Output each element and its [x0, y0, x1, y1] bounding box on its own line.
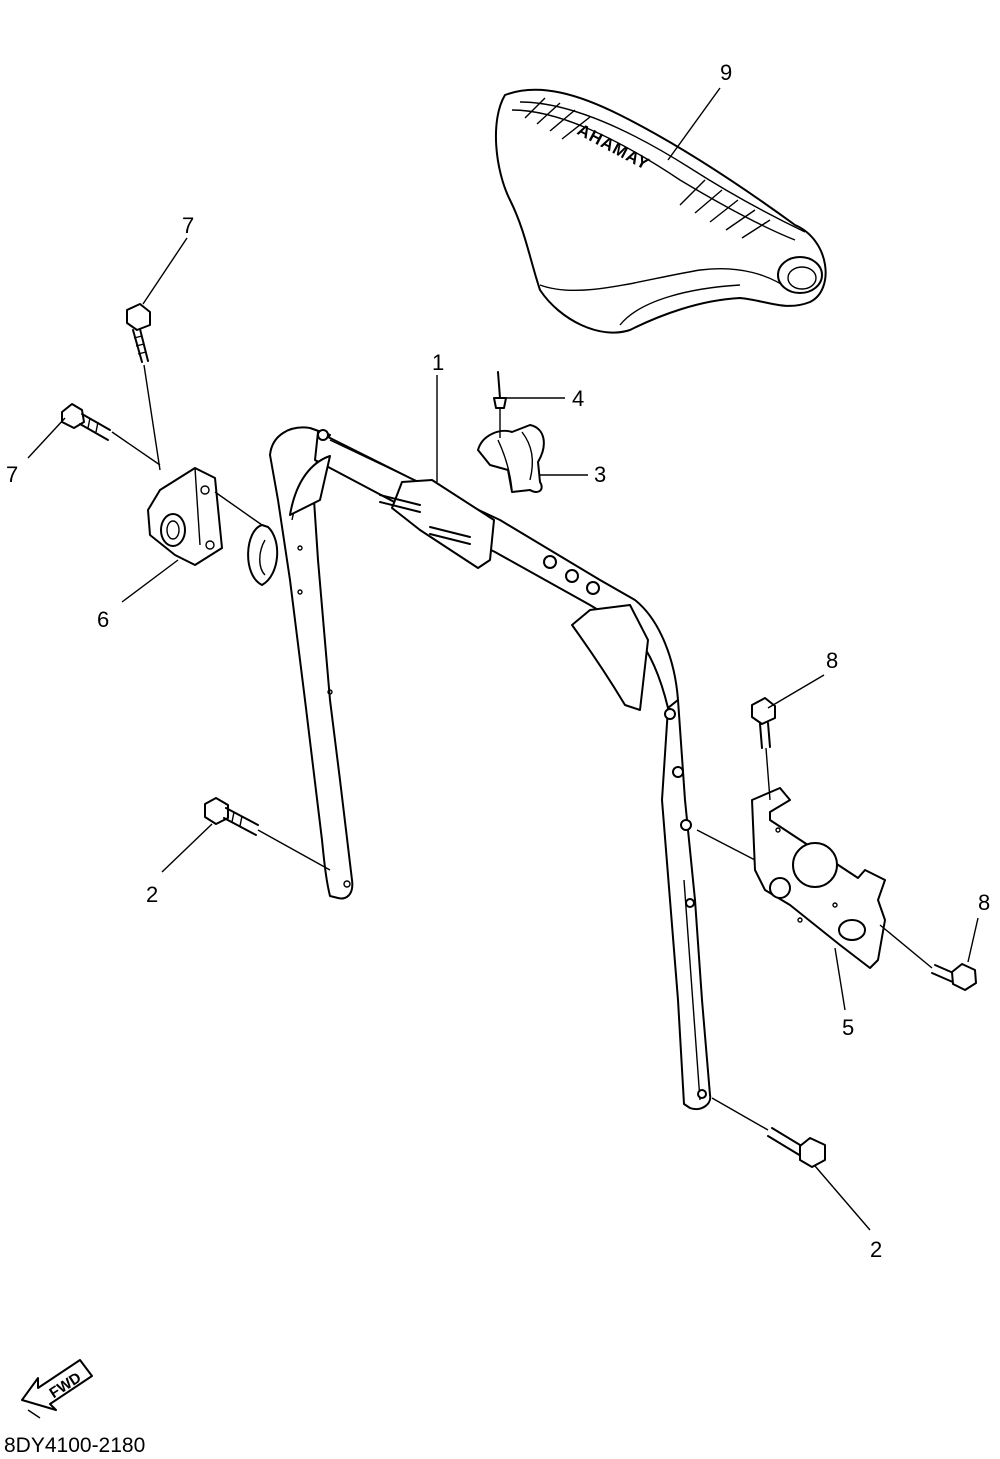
bolt-part-8-right: [931, 963, 977, 991]
bolt-part-2-right: [767, 1127, 826, 1168]
callout-5: 5: [842, 1015, 854, 1040]
callout-8-right: 8: [978, 890, 990, 915]
callout-leaders: [27, 87, 979, 1231]
callout-2-left: 2: [146, 882, 158, 907]
bolt-part-2-left: [204, 797, 259, 836]
callout-6: 6: [97, 607, 109, 632]
callout-2-right: 2: [870, 1237, 882, 1262]
callout-labels: 9 7 7 1 4 3 6 8 8 2 5 2: [6, 60, 990, 1262]
clip-part-3: [477, 424, 545, 493]
callout-3: 3: [594, 462, 606, 487]
bracket-part-6: [147, 467, 223, 566]
bar-bolts: [379, 494, 471, 545]
bolt-part-7-top: [126, 303, 151, 363]
pin-part-4: [493, 371, 507, 409]
part-code: 8DY4100-2180: [4, 1434, 145, 1457]
callout-7-top: 7: [182, 213, 194, 238]
callout-8-top: 8: [826, 648, 838, 673]
callout-4: 4: [572, 386, 584, 411]
bolt-part-7-left: [61, 403, 111, 441]
callout-7-left: 7: [6, 462, 18, 487]
seat-part-9: YAMAHA: [495, 88, 827, 334]
assembly-lines: [111, 364, 933, 1131]
plate-part-5: [751, 787, 886, 969]
bolt-part-8-top: [751, 697, 776, 749]
fwd-arrow-icon: FWD: [21, 1359, 93, 1419]
callout-9: 9: [720, 60, 732, 85]
frame-part-1: [247, 426, 712, 1111]
callout-1: 1: [432, 350, 444, 375]
